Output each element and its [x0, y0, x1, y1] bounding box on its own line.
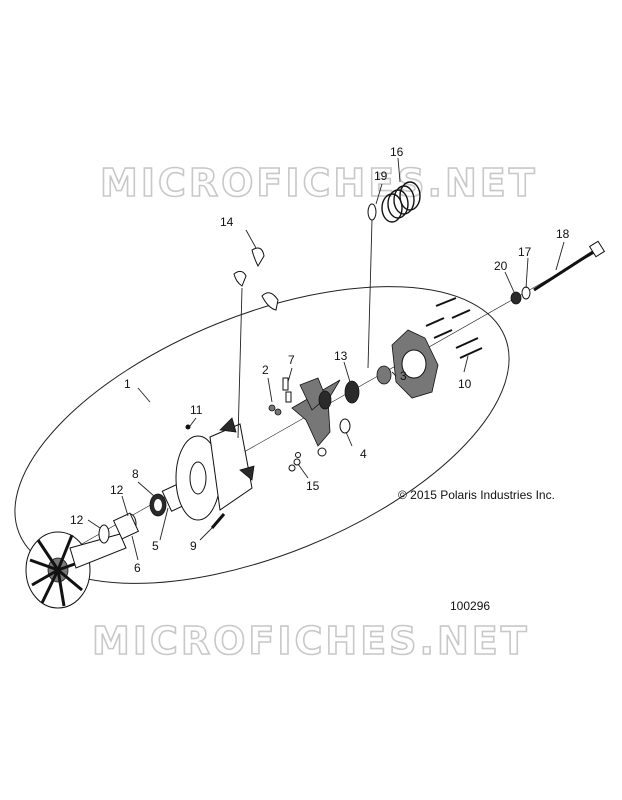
bearing-13 — [344, 380, 360, 404]
bearing-8 — [149, 493, 167, 517]
assembly-outline — [14, 286, 510, 584]
spider — [291, 377, 341, 457]
watermark-top: MICROFICHES.NET — [100, 161, 538, 205]
callout-10: 10 — [458, 377, 472, 391]
retaining-ring-12a — [98, 524, 110, 544]
callout-8: 8 — [132, 467, 139, 481]
rollers-2 — [268, 404, 282, 416]
ring-19 — [367, 203, 377, 221]
watermark-bottom: MICROFICHES.NET — [92, 619, 530, 663]
callout-16: 16 — [390, 145, 404, 159]
callout-12b: 12 — [110, 483, 124, 497]
washer-17 — [521, 286, 531, 300]
callout-6: 6 — [134, 561, 141, 575]
long-bolt-18 — [533, 240, 606, 292]
callout-15: 15 — [306, 479, 320, 493]
callout-5: 5 — [152, 539, 159, 553]
clips-14 — [233, 247, 279, 439]
copyright-notice: © 2015 Polaris Industries Inc. — [398, 488, 555, 502]
spring-16 — [381, 181, 421, 223]
pins-7 — [282, 377, 292, 403]
callout-17: 17 — [518, 245, 532, 259]
movable-sheave — [175, 417, 255, 521]
bushing-6 — [112, 512, 140, 540]
fixed-sheave — [25, 531, 127, 609]
leader-lines — [87, 157, 565, 561]
callout-19: 19 — [374, 169, 388, 183]
callout-14: 14 — [220, 215, 234, 229]
callout-12a: 12 — [70, 513, 84, 527]
callout-9: 9 — [190, 539, 197, 553]
bolts-10 — [425, 297, 483, 359]
callout-1: 1 — [124, 377, 131, 391]
cover-plate — [391, 329, 439, 399]
callout-7: 7 — [288, 353, 295, 367]
bushing-3 — [376, 365, 392, 385]
callout-3: 3 — [400, 369, 407, 383]
callout-11: 11 — [190, 403, 203, 417]
callout-20: 20 — [494, 259, 508, 273]
figure-number: 100296 — [450, 599, 490, 613]
pin-9 — [210, 513, 226, 529]
callout-2: 2 — [262, 363, 269, 377]
callout-4: 4 — [360, 447, 367, 461]
spring-leader — [367, 219, 373, 369]
callout-13: 13 — [334, 349, 348, 363]
button-4 — [339, 418, 351, 434]
nut-20 — [510, 291, 522, 305]
callout-18: 18 — [556, 227, 570, 241]
washers-15 — [288, 452, 301, 472]
